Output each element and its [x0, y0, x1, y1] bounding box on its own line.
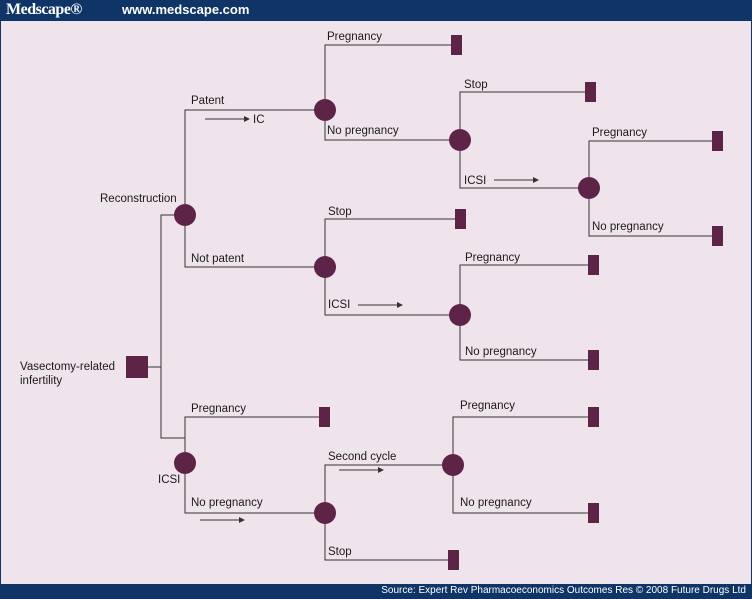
stop-label: Stop [464, 79, 488, 91]
medscape-logo[interactable]: Medscape® [6, 1, 82, 18]
root-label-line1: Vasectomy-related [20, 361, 115, 373]
icsi-label: ICSI [328, 299, 350, 311]
arrow-head-icon [378, 467, 384, 473]
second-cycle-label: Second cycle [328, 451, 396, 463]
no-pregnancy-label: No pregnancy [465, 346, 537, 358]
chance-node-no-pregnancy [449, 129, 471, 151]
arrow-head-icon [244, 116, 250, 122]
patent-label: Patent [191, 95, 225, 107]
terminal-node [448, 550, 459, 570]
no-pregnancy-label: No pregnancy [327, 125, 399, 137]
terminal-node [319, 407, 330, 427]
no-pregnancy-label: No pregnancy [460, 497, 532, 509]
header-bar: Medscape® www.medscape.com [0, 0, 752, 21]
arrow-head-icon [397, 302, 403, 308]
icsi-root-label: ICSI [158, 474, 180, 486]
arrow-head-icon [239, 517, 245, 523]
source-credit: Source: Expert Rev Pharmacoeconomics Out… [381, 585, 746, 596]
terminal-node [712, 131, 723, 151]
not-patent-label: Not patent [191, 253, 245, 265]
pregnancy-label: Pregnancy [191, 403, 246, 415]
chance-node-second-cycle [442, 454, 464, 476]
pregnancy-label: Pregnancy [465, 252, 520, 264]
terminal-node [455, 209, 466, 229]
terminal-node [451, 35, 462, 55]
terminal-node [588, 255, 599, 275]
tree-edges [148, 44, 712, 561]
terminal-node [585, 82, 596, 102]
pregnancy-label: Pregnancy [460, 400, 515, 412]
chance-node-icsi-after-ic [578, 177, 600, 199]
icsi-label: ICSI [464, 175, 486, 187]
stop-label: Stop [328, 546, 352, 558]
terminal-node [588, 503, 599, 523]
no-pregnancy-label: No pregnancy [592, 221, 664, 233]
chance-node-icsi [174, 452, 196, 474]
stop-label: Stop [328, 206, 352, 218]
pregnancy-label: Pregnancy [327, 31, 382, 43]
terminal-node [588, 350, 599, 370]
footer-bar: Source: Expert Rev Pharmacoeconomics Out… [0, 584, 752, 599]
chance-node-icsi-no-pregnancy [314, 502, 336, 524]
arrow-head-icon [533, 177, 539, 183]
decision-node [126, 356, 148, 378]
pregnancy-label: Pregnancy [592, 127, 647, 139]
chance-node-not-patent [314, 256, 336, 278]
chance-node-patent [314, 99, 336, 121]
arrow-heads [239, 116, 539, 523]
reconstruction-label: Reconstruction [100, 193, 177, 205]
site-url[interactable]: www.medscape.com [122, 2, 250, 17]
chance-node-reconstruction [174, 204, 196, 226]
terminal-node [712, 226, 723, 246]
ic-label: IC [253, 114, 265, 126]
no-pregnancy-label: No pregnancy [191, 497, 263, 509]
root-label-line2: infertility [20, 375, 62, 387]
terminal-node [588, 407, 599, 427]
diagram-canvas [0, 21, 752, 584]
chance-node-icsi-not-patent [449, 304, 471, 326]
